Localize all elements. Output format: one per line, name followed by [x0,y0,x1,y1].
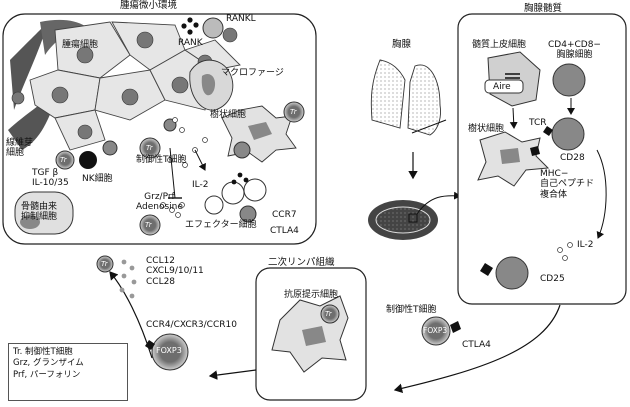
aire-gene [505,73,520,79]
inhibition-line [169,147,176,199]
inhibitor-dots [231,172,249,185]
chemokine-dots [119,259,137,299]
treg-label: 制御性T細胞 [136,155,187,165]
immune-cell [102,140,118,156]
dendritic-nucleus [248,122,272,140]
dendritic-label: 樹状細胞 [210,110,247,120]
macrophage-label: マクロファージ [221,68,284,78]
thymus-lobe-right [407,64,441,136]
migrating-foxp3-label: FOXP3 [156,346,182,355]
tr-tag: Tr [101,260,108,268]
tcr-receptor [543,126,553,136]
ccr7-label: CCR7 [272,210,297,220]
grz-label: Grz/Prf Adenosine [136,192,183,213]
fibroblast-label: 線維芽 細胞 [6,138,34,159]
chemokine-receptors-label: CCR4/CXCR3/CCR10 [146,320,237,330]
lymphoid-treg-label: 制御性T細胞 [386,305,437,315]
nk-cell [79,151,97,169]
panel-title-lymphoid: 二次リンパ組織 [268,257,335,268]
tumor-cell-label: 腫瘍細胞 [62,40,99,50]
aire-label: Aire [493,82,511,92]
treg-cell [139,137,161,159]
rankl-label: RANKL [226,14,256,24]
tumor-il2-label: IL-2 [192,180,209,190]
arriving-treg-cell [96,255,114,273]
tr-tag: Tr [290,108,297,116]
cytokine-dots [167,117,208,168]
tr-tag: Tr [325,310,332,318]
legend-prf: Prf, パーフォリン [13,369,81,380]
tgf-label: TGF β IL-10/35 [32,168,69,189]
tumor-ctla4-label: CTLA4 [270,226,299,236]
cd25-receptor [480,263,493,276]
treg-cell [139,214,161,236]
bm-suppressor-label: 骨髄由来 抑制細胞 [21,202,58,223]
ctla4-receptor [450,321,461,333]
zoom-arrow [416,191,461,215]
apc-label: 抗原提示細胞 [284,290,339,300]
thymus-cut [411,119,447,134]
macrophage-nucleus [201,73,216,96]
nk-label: NK細胞 [82,174,113,184]
rank-label: RANK [178,38,203,48]
panel-title-thymus: 胸腺 [392,39,412,50]
lymphoid-tr-cell [320,304,340,324]
treg-cell [233,141,251,159]
tr-tag: Tr [146,144,153,152]
chemokines-label: CCL12 CXCL9/10/11 CCL28 [146,256,204,287]
effector-cell [243,178,267,202]
tcr-label: TCR [529,118,547,128]
migrating-treg-cell [151,333,189,371]
legend-tr: Tr. 制御性T細胞 [13,347,73,357]
effector-label: エフェクター細胞 [185,220,257,230]
effector-cell [204,195,224,215]
aire-box [484,79,524,94]
lymphoid-exit-arrow [208,369,257,380]
apc-nucleus [302,326,326,346]
medulla-dc-label: 樹状細胞 [468,124,505,134]
treg-cell [239,205,257,223]
medulla-dc-nucleus [500,148,520,164]
mhc-complex [530,146,540,156]
panel-title-tumor: 腫瘍微小環境 [120,0,178,11]
il2-arrow [194,149,206,171]
zoom-box [408,213,418,223]
cd28-label: CD28 [560,153,585,163]
thymus-exit-arrow [393,304,561,394]
panel-title-medulla: 胸腺髄質 [524,3,563,14]
mhc-label: MHC− 自己ペプチド 複合体 [540,169,595,200]
lymphoid-foxp3-label: FOXP3 [423,326,448,335]
cd25-label: CD25 [540,274,565,284]
tr-tag: Tr [60,156,67,164]
maturation-arrow [596,149,607,239]
legend-grz: Grz, グランザイム [13,358,84,369]
rankl-dots [181,17,199,35]
rank-cell [202,17,224,39]
mtec-arrow [509,107,518,129]
tr-tag: Tr [145,221,152,229]
thymus-section-medulla [375,206,431,234]
grz-dots [160,202,185,218]
mtec-label: 髄質上皮細胞 [472,40,527,50]
chemokine-receptor [145,340,155,350]
effector-cell [221,181,245,205]
dn-thymocyte [552,63,586,97]
treg-precursor [495,256,529,290]
legend-box: Tr. 制御性T細胞 Grz, グランザイム Prf, パーフォリン [8,343,128,401]
thymus-lobe-left [370,59,406,129]
treg-cell [55,150,75,170]
lymphoid-treg-cell [421,316,451,346]
medulla-il2-label: IL-2 [577,240,594,250]
dn-thymocyte-label: CD4+CD8− 胸腺細胞 [548,40,601,61]
treg-cell [283,101,305,123]
bm-suppressor-nucleus [20,215,40,229]
medulla-il2-dots [557,242,573,261]
stroma-strand [10,22,48,110]
lymphoid-ctla4-label: CTLA4 [462,340,491,350]
thymocyte-tcr [551,117,585,151]
